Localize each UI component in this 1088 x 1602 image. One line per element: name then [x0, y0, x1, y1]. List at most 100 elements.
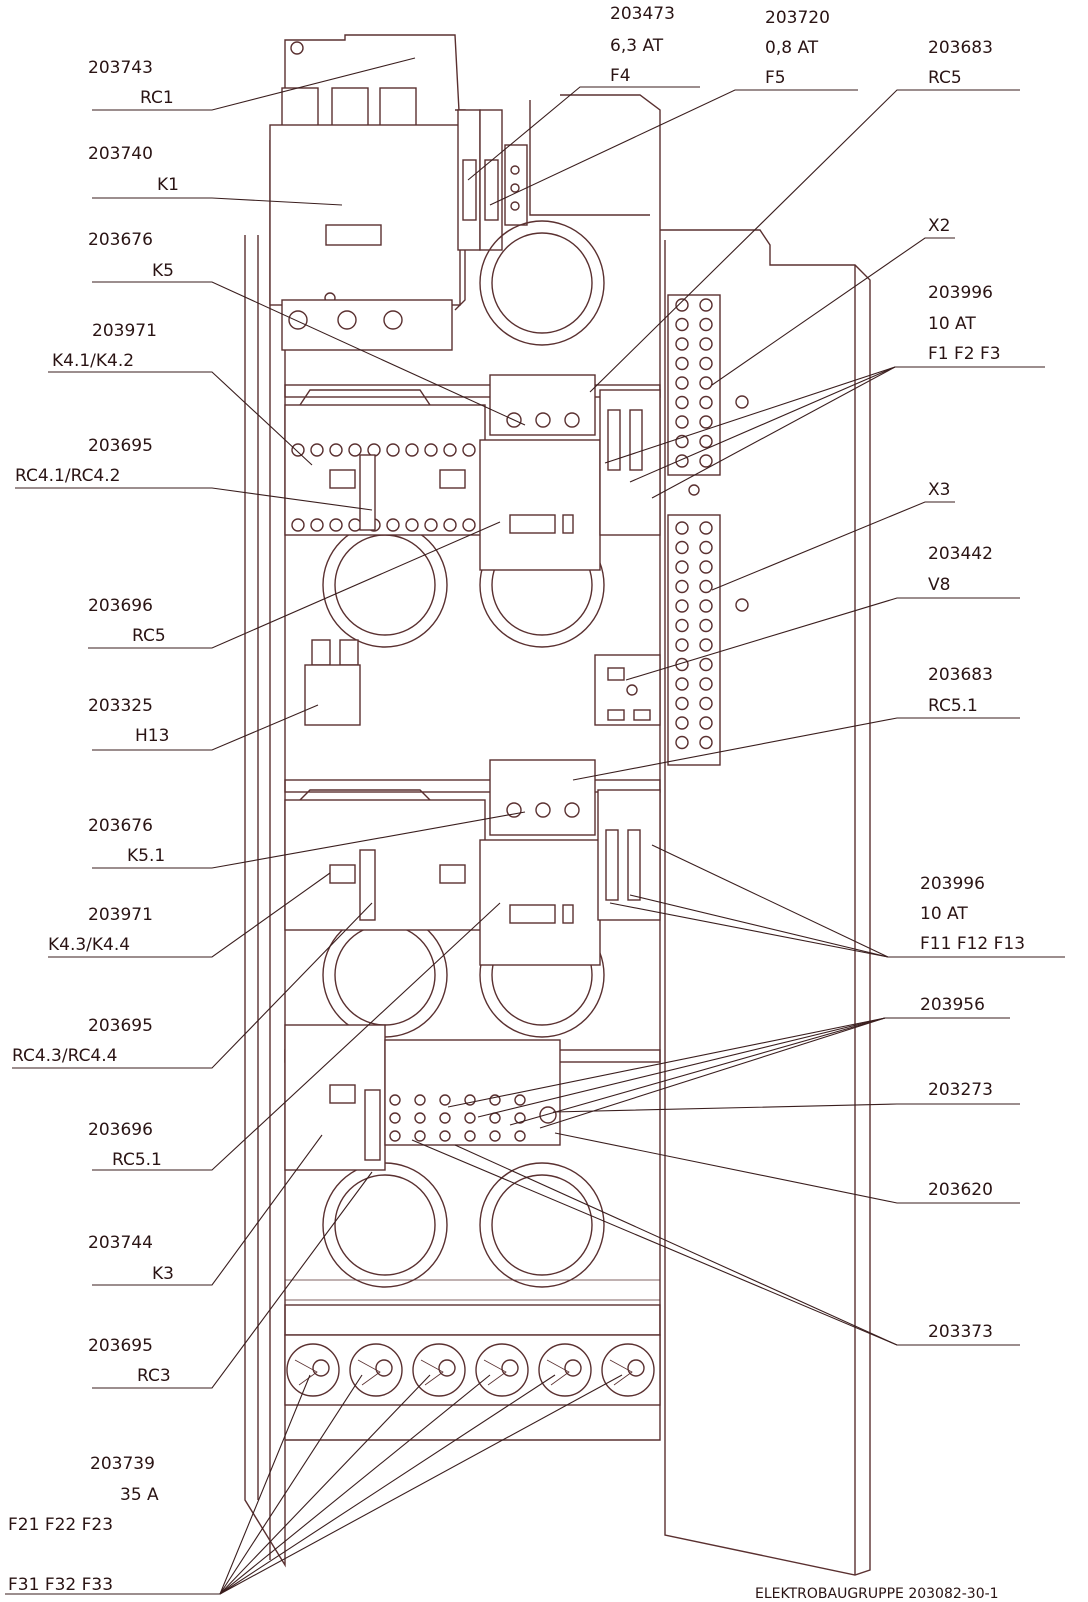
terminal-screw [675, 395, 689, 410]
terminal-screw [675, 337, 689, 351]
block-screw [389, 1094, 401, 1106]
relay-screw [291, 443, 305, 457]
terminal-screw [699, 521, 713, 535]
label-f1-rating: 10 AT [928, 314, 976, 334]
block-screw [514, 1130, 526, 1142]
terminal-screw [699, 618, 713, 633]
label-f11-part: 203996 [920, 874, 985, 894]
label-k43-part: 203971 [88, 905, 153, 925]
label-h13-part: 203325 [88, 696, 153, 716]
block-screw [414, 1130, 426, 1142]
label-k5-tag: K5 [152, 261, 174, 281]
label-f31-tag: F31 F32 F33 [8, 1575, 114, 1595]
breaker-row [284, 1304, 661, 1406]
terminal-screw [675, 434, 689, 449]
terminal-screw [675, 376, 689, 390]
block-screw [464, 1130, 476, 1142]
label-rc51-right-tag: RC5.1 [928, 696, 978, 716]
relay-screw [386, 443, 400, 457]
label-v8-part: 203442 [928, 544, 993, 564]
label-rc51-right-part: 203683 [928, 665, 993, 685]
terminal-screw [675, 677, 689, 691]
leader-lines [5, 57, 1065, 1595]
relay-screw [329, 443, 343, 457]
label-f4-rating: 6,3 AT [610, 36, 664, 56]
block-screw [489, 1094, 501, 1106]
terminal-screw [675, 540, 689, 555]
terminal-screw [675, 521, 689, 535]
label-rc41-part: 203695 [88, 436, 153, 456]
breaker-lever [546, 1359, 570, 1386]
label-f1-part: 203996 [928, 283, 993, 303]
label-k41-tag: K4.1/K4.2 [52, 351, 135, 371]
label-rc1-tag: RC1 [140, 88, 174, 108]
terminal-screw [675, 618, 689, 633]
fuse-holders-f4-f5 [457, 109, 528, 251]
terminal-screw [699, 560, 713, 574]
relay-block-lower [284, 759, 661, 966]
terminal-screw [699, 434, 713, 449]
block-screw [464, 1112, 476, 1124]
terminal-screw [699, 579, 713, 594]
terminal-screw [699, 540, 713, 555]
label-k41-part: 203971 [92, 321, 157, 341]
relay-screw [310, 443, 324, 457]
terminal-screw [699, 735, 713, 750]
label-203620: 203620 [928, 1180, 993, 1200]
label-h13-tag: H13 [135, 726, 170, 746]
contactor-k1 [269, 34, 466, 351]
block-screw [439, 1130, 451, 1142]
label-rc41-tag: RC4.1/RC4.2 [15, 466, 121, 486]
label-f21-rating: 35 A [120, 1485, 159, 1505]
terminal-screw [699, 356, 713, 371]
label-rc5-right-part: 203683 [928, 38, 993, 58]
relay-screw [291, 518, 305, 532]
block-screw [514, 1094, 526, 1106]
terminal-screw [699, 376, 713, 390]
label-f5-tag: F5 [765, 68, 786, 88]
label-rc3-part: 203695 [88, 1336, 153, 1356]
relay-screw [405, 443, 419, 457]
label-f21-tag: F21 F22 F23 [8, 1515, 114, 1535]
breaker-knob [538, 1343, 592, 1397]
label-203373: 203373 [928, 1322, 993, 1342]
relay-screw [424, 518, 438, 532]
terminal-screw [699, 638, 713, 652]
label-rc5-left-tag: RC5 [132, 626, 166, 646]
breaker-knob [349, 1343, 403, 1397]
label-rc51-left-tag: RC5.1 [112, 1150, 162, 1170]
label-f4-part: 203473 [610, 4, 675, 24]
terminal-screw [699, 337, 713, 351]
breaker-knob [412, 1343, 466, 1397]
label-rc43-tag: RC4.3/RC4.4 [12, 1046, 118, 1066]
terminal-screw [675, 356, 689, 371]
label-rc51-left-part: 203696 [88, 1120, 153, 1140]
terminal-screw [675, 638, 689, 652]
block-screw [439, 1112, 451, 1124]
terminal-screw [699, 716, 713, 730]
block-screw [414, 1112, 426, 1124]
lamp-h13 [304, 639, 361, 726]
terminal-screw [675, 696, 689, 711]
label-203273: 203273 [928, 1080, 993, 1100]
terminal-screw [675, 560, 689, 574]
terminal-screw [675, 317, 689, 332]
breaker-lever [357, 1359, 381, 1386]
breaker-hole [501, 1359, 519, 1377]
relay-screw [405, 518, 419, 532]
terminal-screw [699, 317, 713, 332]
terminal-screw [699, 395, 713, 410]
label-f1-tag: F1 F2 F3 [928, 344, 1001, 364]
label-v8-tag: V8 [928, 575, 951, 595]
breaker-lever [420, 1359, 444, 1386]
terminal-screw [675, 454, 689, 468]
breaker-hole [438, 1359, 456, 1377]
k3-terminal-section [284, 1024, 561, 1171]
breaker-lever [483, 1359, 507, 1386]
relay-screw [329, 518, 343, 532]
label-x2-tag: X2 [928, 216, 951, 236]
label-f21-part: 203739 [90, 1454, 155, 1474]
label-f5-rating: 0,8 AT [765, 38, 819, 58]
terminal-screw [675, 579, 689, 594]
